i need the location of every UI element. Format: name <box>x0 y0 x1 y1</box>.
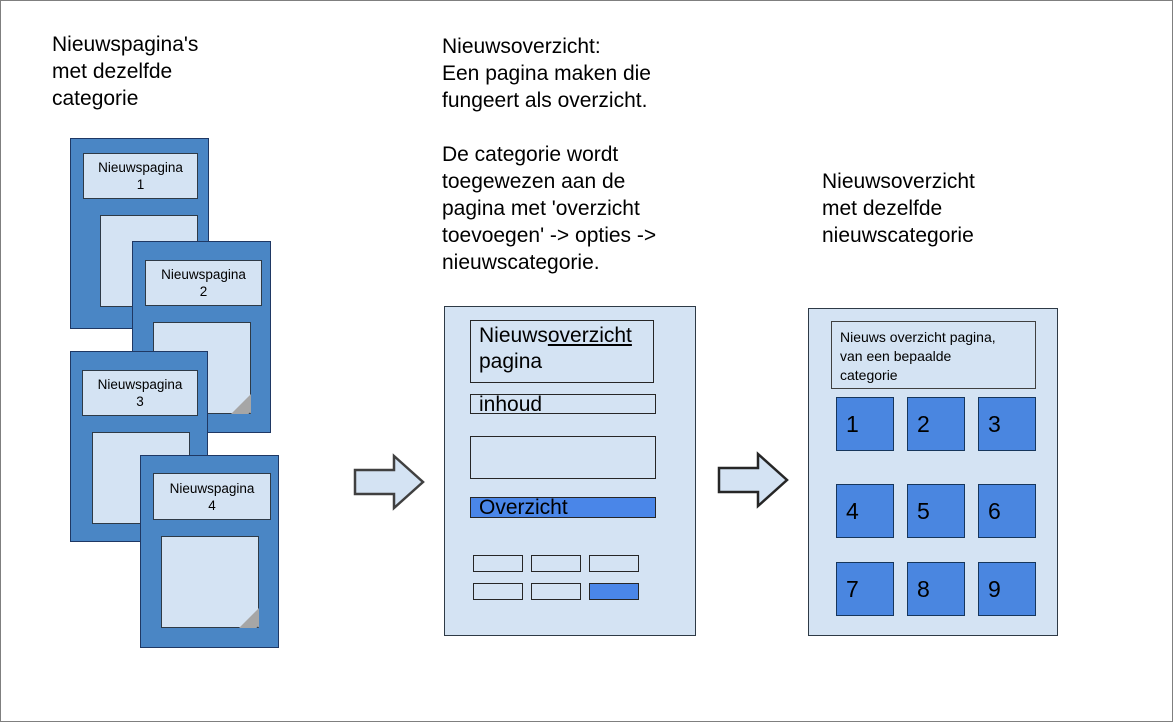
overview-tile[interactable]: 6 <box>978 484 1036 538</box>
left-caption: Nieuwspagina's met dezelfde categorie <box>52 33 199 110</box>
content-field[interactable]: inhoud <box>470 393 656 416</box>
overview-option-label: Overzicht <box>479 496 568 519</box>
page-fold-icon <box>231 394 251 414</box>
editor-title-prefix: Nieuws <box>479 324 548 347</box>
right-caption: Nieuwsoverzicht met dezelfde nieuwscateg… <box>822 170 975 247</box>
option-button[interactable] <box>531 555 581 572</box>
middle-caption: Nieuwsoverzicht: Een pagina maken die fu… <box>442 35 657 274</box>
news-page-title: Nieuwspagina 2 <box>145 260 262 306</box>
content-field-label: inhoud <box>479 393 543 416</box>
page-fold-icon <box>239 608 259 628</box>
option-button[interactable] <box>473 555 523 572</box>
news-page-title: Nieuwspagina 4 <box>153 473 271 520</box>
arrow-editor-to-overview-icon <box>717 451 789 509</box>
arrow-stack-to-editor-icon <box>353 453 425 511</box>
overview-tile[interactable]: 4 <box>836 484 894 538</box>
overview-tile[interactable]: 3 <box>978 397 1036 451</box>
option-button[interactable] <box>589 555 639 572</box>
option-button[interactable] <box>531 583 581 600</box>
option-button[interactable] <box>473 583 523 600</box>
overview-tile[interactable]: 9 <box>978 562 1036 616</box>
editor-title-underlined: overzicht <box>547 324 632 347</box>
empty-field[interactable] <box>470 436 656 479</box>
overview-tile[interactable]: 8 <box>907 562 965 616</box>
option-button-selected[interactable] <box>589 583 639 600</box>
overview-header: Nieuws overzicht pagina, van een bepaald… <box>831 321 1036 389</box>
overview-tile[interactable]: 5 <box>907 484 965 538</box>
overview-tile[interactable]: 7 <box>836 562 894 616</box>
news-page-body <box>161 536 259 628</box>
overview-option-button[interactable]: Overzicht <box>470 496 656 519</box>
overview-tile[interactable]: 1 <box>836 397 894 451</box>
news-page-title: Nieuwspagina 3 <box>82 370 198 416</box>
editor-title-second-line: pagina <box>479 350 543 373</box>
news-page-card[interactable]: Nieuwspagina 4 <box>140 455 279 648</box>
overview-panel: Nieuws overzicht pagina, van een bepaald… <box>808 308 1058 636</box>
news-page-title: Nieuwspagina 1 <box>83 153 198 199</box>
overview-tile[interactable]: 2 <box>907 397 965 451</box>
